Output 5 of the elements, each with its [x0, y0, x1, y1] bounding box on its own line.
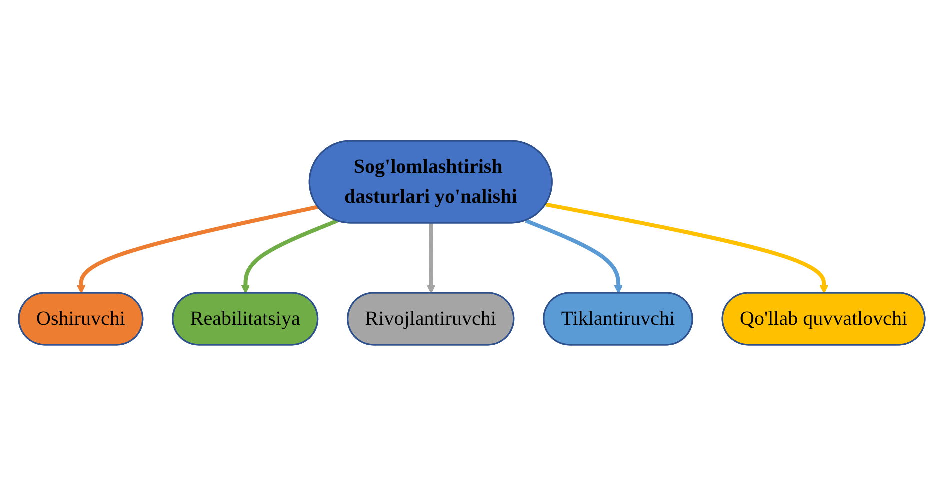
arrow — [76, 205, 319, 294]
arrow — [426, 223, 436, 294]
arrow — [525, 219, 623, 294]
arrow — [241, 219, 338, 294]
arrow — [546, 202, 829, 294]
